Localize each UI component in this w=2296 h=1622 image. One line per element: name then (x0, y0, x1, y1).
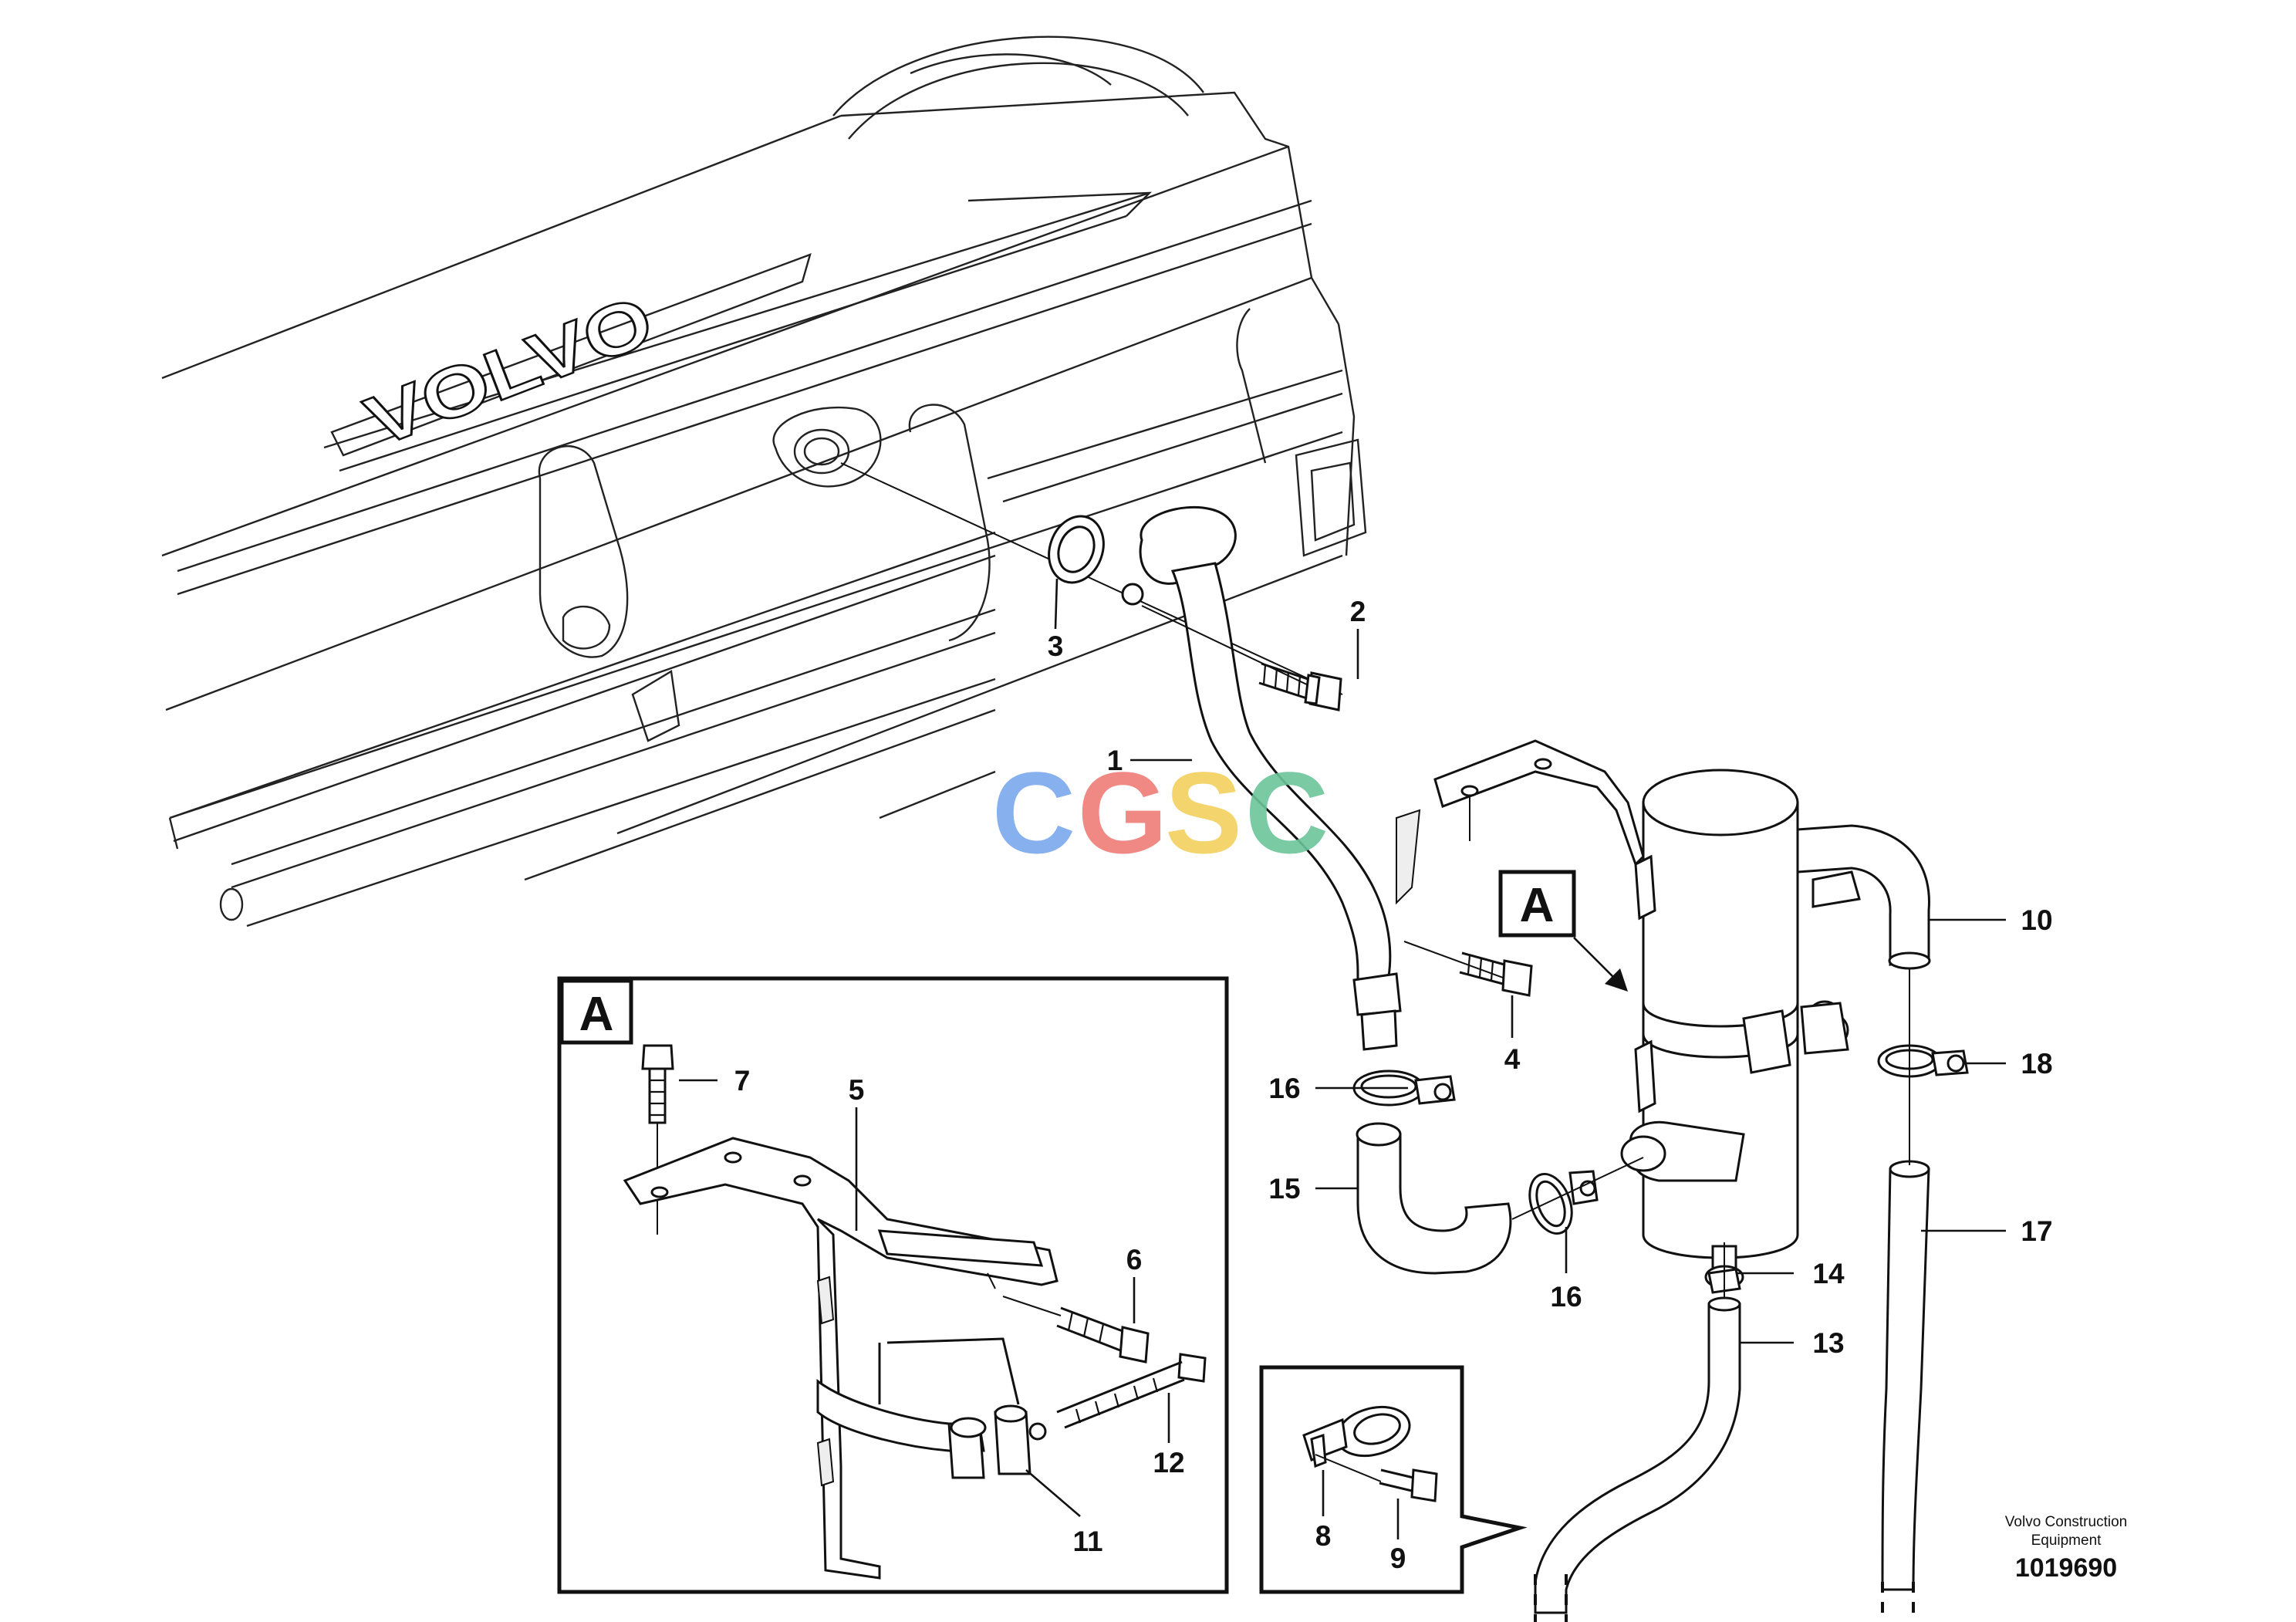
callout-2: 2 (1350, 596, 1366, 627)
callout-11: 11 (1072, 1526, 1102, 1557)
hose-clamp-16-lower (1511, 1157, 1644, 1273)
hose-17 (1881, 1111, 1930, 1622)
callout-13: 13 (1812, 1327, 1844, 1359)
watermark-letter-c2: C (1245, 748, 1329, 877)
callout-10: 10 (2021, 904, 2052, 936)
callout-8: 8 (1315, 1520, 1332, 1552)
detail-frame-a: A (557, 976, 1229, 1594)
gasket (840, 462, 1343, 695)
hose-clamp-14 (1704, 1242, 1744, 1304)
watermark-letter-c1: C (992, 748, 1075, 877)
publisher-line-1: Volvo Construction (2005, 1514, 2127, 1530)
bolt-2 (1141, 605, 1359, 711)
leader-lines (1130, 759, 2006, 1344)
watermark-letter-s: S (1165, 748, 1242, 877)
callout-15: 15 (1268, 1173, 1300, 1205)
callout-4: 4 (1504, 1043, 1521, 1075)
cgsc-watermark: C G S C (992, 748, 1329, 877)
callout-14: 14 (1812, 1258, 1845, 1289)
elbow-hose-15 (1356, 1122, 1512, 1275)
callout-16-lower: 16 (1550, 1281, 1582, 1313)
callout-12: 12 (1153, 1447, 1184, 1478)
callout-9: 9 (1390, 1543, 1406, 1574)
drain-hose-13 (1534, 1296, 1741, 1622)
volvo-logo-text: VOLVO (355, 281, 663, 462)
callout-18: 18 (2021, 1048, 2052, 1080)
breather-pipe (1121, 505, 1421, 1051)
view-marker-label: A (1520, 879, 1555, 932)
clamp-inset (1259, 1365, 1528, 1594)
watermark-letter-g: G (1078, 748, 1168, 877)
callout-3: 3 (1048, 630, 1064, 662)
callout-7: 7 (734, 1065, 751, 1097)
detail-frame-label: A (579, 988, 614, 1041)
publisher-block: Volvo Construction Equipment 1019690 (2005, 1514, 2127, 1583)
oil-separator (1433, 739, 1931, 1275)
callout-17: 17 (2021, 1215, 2052, 1247)
bolt-4 (1403, 941, 1533, 1038)
callout-labels: 1 2 3 4 5 6 7 8 9 10 11 12 13 14 15 16 1… (734, 596, 2053, 1574)
publisher-line-2: Equipment (2031, 1532, 2102, 1549)
callout-16-upper: 16 (1268, 1073, 1300, 1104)
figure-number: 1019690 (2015, 1553, 2117, 1583)
callout-1: 1 (1107, 745, 1123, 776)
callout-6: 6 (1126, 1244, 1143, 1276)
view-marker-a: A (1498, 870, 1628, 992)
callout-5: 5 (849, 1074, 865, 1106)
hose-clamp-18 (1877, 968, 1969, 1111)
